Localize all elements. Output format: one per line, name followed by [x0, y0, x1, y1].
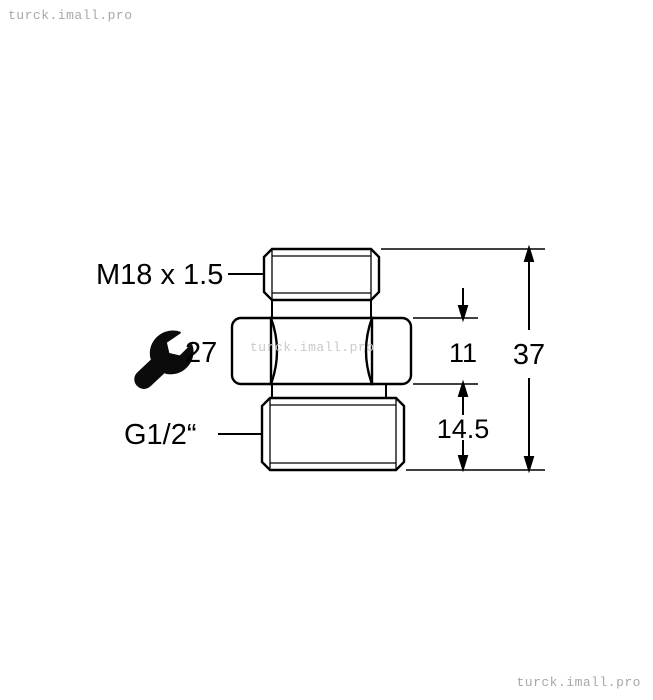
lower-neck — [271, 384, 387, 398]
dimension-label-11: 11 — [449, 338, 477, 368]
lower-thread-body — [260, 396, 406, 472]
leader-lines — [218, 273, 264, 435]
lower-thread-roots — [269, 398, 397, 470]
label-wrench-size: 27 — [185, 337, 217, 369]
part-geometry — [230, 247, 413, 472]
label-g12-thread: G1/2“ — [124, 419, 197, 451]
dimension-label-14-5: 14.5 — [437, 414, 490, 444]
label-m18-thread: M18 x 1.5 — [96, 259, 223, 291]
extension-lines — [381, 248, 545, 471]
hex-nut-body — [230, 316, 413, 386]
dimension-label-37: 37 — [513, 339, 545, 371]
watermark-center: turck.imall.pro — [250, 340, 375, 355]
watermark-top-left: turck.imall.pro — [8, 8, 133, 23]
upper-thread-roots — [271, 249, 372, 300]
watermark-bottom-right: turck.imall.pro — [516, 675, 641, 690]
dimension-overall-37 — [523, 244, 535, 474]
wrench-icon — [134, 330, 194, 389]
dimension-lower-14-5 — [457, 392, 469, 473]
upper-neck — [271, 300, 372, 318]
